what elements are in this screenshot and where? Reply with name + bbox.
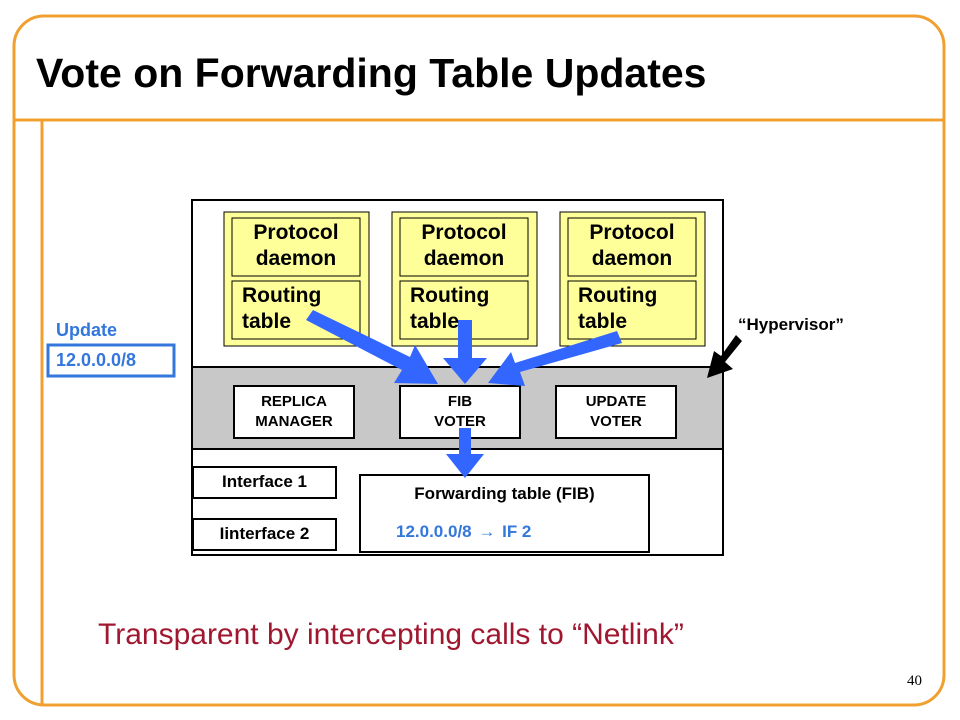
update-label: Update	[56, 320, 118, 340]
replica-1-daemon-box	[231, 217, 361, 277]
arrow-voter-to-fib	[446, 428, 484, 478]
fib-entry-iface: IF 2	[502, 522, 532, 541]
replica-2-daemon-box	[399, 217, 529, 277]
replica-manager-box	[233, 385, 355, 439]
replica-3-table-box	[567, 280, 697, 340]
fib-title: Forwarding table (FIB)	[414, 484, 595, 503]
interface-1-label: Interface 1	[221, 472, 308, 491]
page-number: 40	[907, 673, 922, 689]
arrow-right-to-voter	[488, 331, 622, 386]
slide-title: Vote on Forwarding Table Updates	[36, 50, 707, 96]
interface-1-box	[192, 466, 337, 499]
arrow-left-to-voter	[306, 310, 438, 384]
interface-2-box	[192, 518, 337, 551]
footer-text: Transparent by intercepting calls to “Ne…	[98, 618, 684, 651]
hypervisor-label: “Hypervisor”	[738, 315, 844, 334]
interface-2-label: Iinterface 2	[219, 524, 310, 543]
update-prefix: 12.0.0.0/8	[56, 350, 137, 370]
update-voter-box	[555, 385, 677, 439]
replica-3-daemon-box	[567, 217, 697, 277]
fib-entry: 12.0.0.0/8 → IF 2	[396, 522, 531, 542]
update-prefix-box	[46, 343, 176, 378]
arrow-center-to-voter	[443, 320, 487, 384]
fib-box	[359, 474, 650, 553]
fib-entry-arrow: →	[478, 522, 496, 541]
fib-entry-prefix: 12.0.0.0/8	[396, 522, 472, 541]
hypervisor-arrow	[707, 335, 742, 378]
